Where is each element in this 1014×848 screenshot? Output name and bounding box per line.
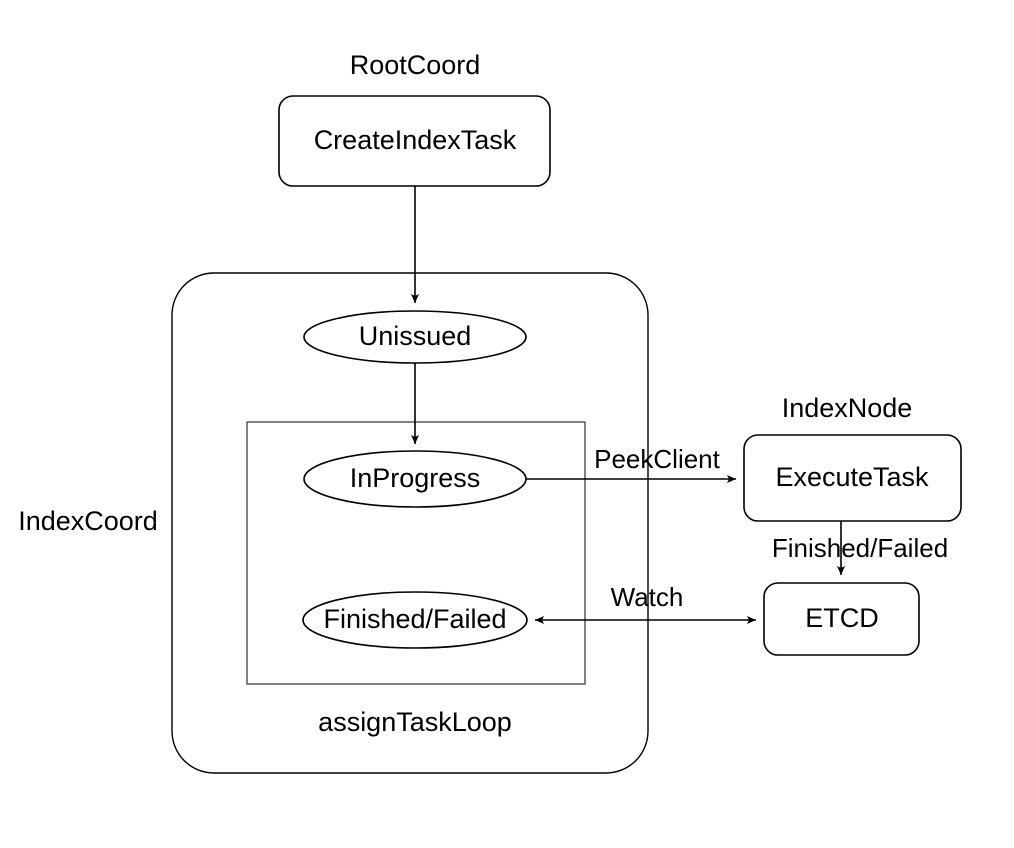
- container-assign-task-loop[interactable]: [246, 421, 586, 685]
- node-execute-task[interactable]: ExecuteTask: [743, 434, 962, 522]
- node-unissued-label: Unissued: [359, 321, 472, 351]
- node-execute-task-label: ExecuteTask: [775, 462, 929, 492]
- label-assigntaskloop: assignTaskLoop: [318, 707, 512, 737]
- container-indexcoord[interactable]: [171, 272, 649, 774]
- edge-label-watch: Watch: [611, 582, 684, 612]
- edge-label-finished-failed: Finished/Failed: [772, 533, 948, 563]
- node-in-progress[interactable]: InProgress: [303, 450, 527, 508]
- node-finished-failed-label: Finished/Failed: [323, 604, 506, 634]
- node-create-index-task-label: CreateIndexTask: [314, 125, 517, 155]
- node-finished-failed[interactable]: Finished/Failed: [302, 591, 528, 649]
- label-rootcoord: RootCoord: [350, 50, 481, 80]
- node-etcd[interactable]: ETCD: [763, 582, 920, 656]
- edge-label-peekclient: PeekClient: [594, 444, 721, 474]
- label-indexcoord: IndexCoord: [18, 506, 158, 536]
- label-indexnode: IndexNode: [782, 393, 913, 423]
- node-create-index-task[interactable]: CreateIndexTask: [278, 95, 551, 187]
- node-unissued[interactable]: Unissued: [303, 310, 527, 364]
- node-in-progress-label: InProgress: [350, 463, 481, 493]
- node-etcd-label: ETCD: [805, 603, 879, 633]
